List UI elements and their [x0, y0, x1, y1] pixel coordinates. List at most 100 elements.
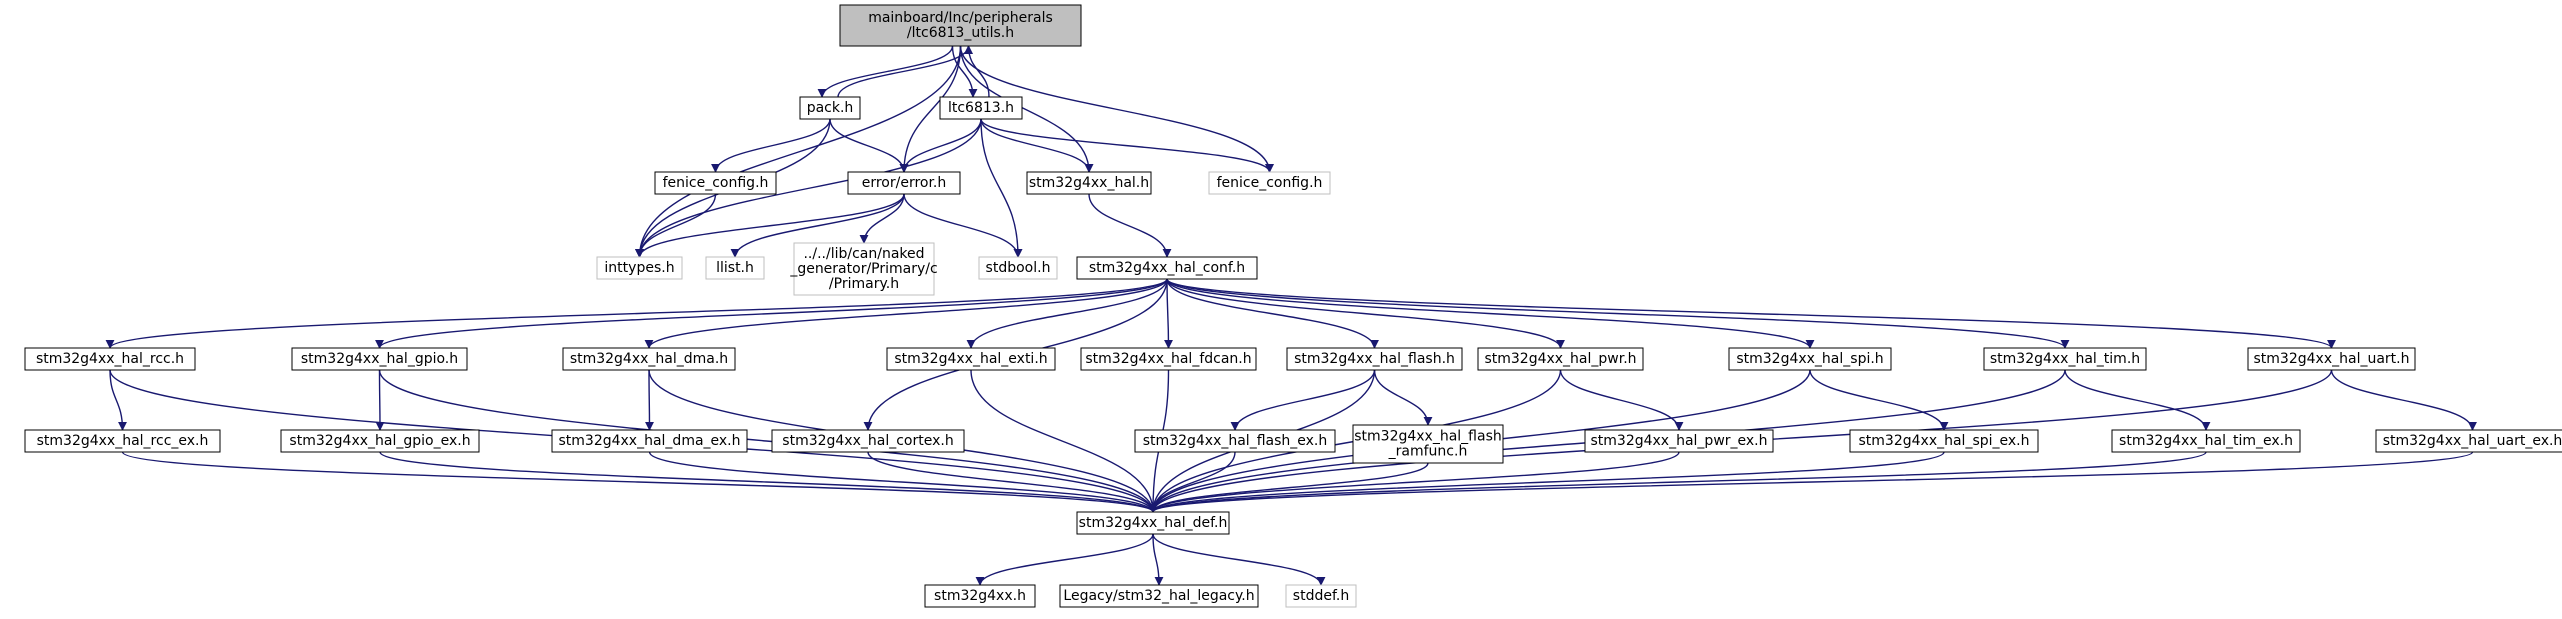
node-box: [1059, 584, 1259, 608]
edge-root-to-pack: [817, 45, 954, 98]
node-error[interactable]: error/error.h: [847, 171, 961, 195]
node-gpio[interactable]: stm32g4xx_hal_gpio.h: [291, 347, 468, 371]
node-gpio-ex[interactable]: stm32g4xx_hal_gpio_ex.h: [280, 429, 480, 453]
edge-uart_ex-to-hal_def: [1148, 451, 2474, 513]
node-box: [2247, 347, 2416, 371]
edge-root-to-ltc6813: [951, 45, 978, 98]
node-label: stm32g4xx_hal_uart.h: [2254, 351, 2410, 367]
node-stdbool: stdbool.h: [978, 256, 1058, 280]
node-label: stm32g4xx_hal_tim.h: [1990, 351, 2140, 367]
node-label: stddef.h: [1293, 588, 1349, 604]
node-box: [705, 256, 765, 280]
node-rcc[interactable]: stm32g4xx_hal_rcc.h: [24, 347, 196, 371]
node-box: [1076, 256, 1258, 280]
node-box: [654, 171, 777, 195]
node-box: [280, 429, 480, 453]
node-layer: mainboard/Inc/peripherals/ltc6813_utils.…: [24, 4, 2562, 608]
edge-hal_conf-to-tim: [1166, 278, 2070, 349]
node-box: [939, 96, 1023, 120]
node-box: [924, 584, 1036, 608]
node-tim-ex[interactable]: stm32g4xx_hal_tim_ex.h: [2111, 429, 2301, 453]
edge-hal_conf-to-spi: [1166, 278, 1815, 349]
node-flash[interactable]: stm32g4xx_hal_flash.h: [1286, 347, 1463, 371]
node-box: [886, 347, 1056, 371]
edge-gpio-to-hal_def: [378, 369, 1158, 513]
node-stm32g4xx[interactable]: stm32g4xx.h: [924, 584, 1036, 608]
edge-root-to-hal: [959, 45, 1094, 173]
node-box: [799, 96, 861, 120]
edge-flash-to-flash_ramfunc: [1373, 369, 1433, 426]
node-box: [24, 429, 221, 453]
edge-dma_ex-to-hal_def: [648, 451, 1158, 513]
node-label: stm32g4xx_hal.h: [1029, 175, 1149, 191]
node-box: [1286, 347, 1463, 371]
edge-dma-to-dma_ex: [644, 369, 654, 431]
edge-hal_conf-to-flash: [1166, 278, 1379, 349]
node-pwr[interactable]: stm32g4xx_hal_pwr.h: [1477, 347, 1644, 371]
node-box: [1728, 347, 1892, 371]
node-stddef: stddef.h: [1285, 584, 1357, 608]
edge-hal_conf-to-uart: [1166, 278, 2336, 349]
edge-error-to-stdbool: [903, 193, 1023, 258]
edge-pwr-to-pwr_ex: [1559, 369, 1684, 431]
node-box: [1208, 171, 1331, 195]
node-label: stdbool.h: [986, 260, 1051, 276]
node-tim[interactable]: stm32g4xx_hal_tim.h: [1983, 347, 2147, 371]
node-pwr-ex[interactable]: stm32g4xx_hal_pwr_ex.h: [1584, 429, 1774, 453]
node-label: ../../lib/can/naked: [803, 246, 924, 262]
node-label: fenice_config.h: [663, 175, 769, 191]
node-box: [1076, 511, 1230, 535]
edge-layer: [105, 45, 2477, 586]
node-legacy[interactable]: Legacy/stm32_hal_legacy.h: [1059, 584, 1259, 608]
edge-rcc-to-rcc_ex: [109, 369, 127, 431]
node-flash-ex[interactable]: stm32g4xx_hal_flash_ex.h: [1134, 429, 1336, 453]
node-exti[interactable]: stm32g4xx_hal_exti.h: [886, 347, 1056, 371]
node-label: llist.h: [716, 260, 754, 276]
node-box: [551, 429, 748, 453]
node-rcc-ex[interactable]: stm32g4xx_hal_rcc_ex.h: [24, 429, 221, 453]
node-uart[interactable]: stm32g4xx_hal_uart.h: [2247, 347, 2416, 371]
edge-uart-to-uart_ex: [2330, 369, 2477, 431]
edge-ltc6813-to-stdbool: [980, 118, 1023, 258]
node-flash-ramfunc[interactable]: stm32g4xx_hal_flash_ramfunc.h: [1352, 424, 1504, 464]
node-fdcan[interactable]: stm32g4xx_hal_fdcan.h: [1080, 347, 1257, 371]
node-label: stm32g4xx_hal_uart_ex.h: [2383, 433, 2562, 449]
node-label: inttypes.h: [604, 260, 674, 276]
node-spi[interactable]: stm32g4xx_hal_spi.h: [1728, 347, 1892, 371]
edge-hal_conf-to-pwr: [1166, 278, 1565, 349]
node-hal-conf[interactable]: stm32g4xx_hal_conf.h: [1076, 256, 1258, 280]
edge-error-to-llist: [730, 193, 905, 258]
node-root: mainboard/Inc/peripherals/ltc6813_utils.…: [839, 4, 1082, 47]
node-hal-def[interactable]: stm32g4xx_hal_def.h: [1076, 511, 1230, 535]
node-fenice-config-int[interactable]: fenice_config.h: [654, 171, 777, 195]
edge-hal_def-to-legacy: [1152, 533, 1164, 586]
node-label: /ltc6813_utils.h: [907, 25, 1014, 41]
node-dma[interactable]: stm32g4xx_hal_dma.h: [562, 347, 736, 371]
node-spi-ex[interactable]: stm32g4xx_hal_spi_ex.h: [1849, 429, 2039, 453]
edge-fenice_config_int-to-inttypes: [635, 193, 717, 258]
node-box: [1026, 171, 1152, 195]
node-label: stm32g4xx_hal_gpio.h: [301, 351, 458, 367]
node-label: stm32g4xx.h: [934, 588, 1026, 604]
node-ltc6813[interactable]: ltc6813.h: [939, 96, 1023, 120]
node-label: ltc6813.h: [948, 100, 1014, 116]
edge-pack-to-error: [829, 118, 909, 173]
edge-hal_conf-to-exti: [966, 278, 1168, 349]
node-cortex[interactable]: stm32g4xx_hal_cortex.h: [771, 429, 965, 453]
node-uart-ex[interactable]: stm32g4xx_hal_uart_ex.h: [2375, 429, 2562, 453]
edge-hal_conf-to-fdcan: [1163, 278, 1173, 349]
edge-tim_ex-to-hal_def: [1148, 451, 2207, 513]
edge-ltc6813-to-root: [964, 45, 990, 98]
node-label: stm32g4xx_hal_rcc.h: [36, 351, 184, 367]
node-label: stm32g4xx_hal_gpio_ex.h: [289, 433, 470, 449]
edge-flash_ramfunc-to-hal_def: [1148, 462, 1429, 513]
edge-gpio-to-gpio_ex: [375, 369, 385, 431]
edge-root-to-inttypes: [635, 45, 962, 258]
node-label: pack.h: [807, 100, 854, 116]
node-pack[interactable]: pack.h: [799, 96, 861, 120]
edge-pack-to-fenice_config_int: [711, 118, 831, 173]
node-box: [596, 256, 683, 280]
node-hal[interactable]: stm32g4xx_hal.h: [1026, 171, 1152, 195]
node-dma-ex[interactable]: stm32g4xx_hal_dma_ex.h: [551, 429, 748, 453]
edge-hal_def-to-stddef: [1152, 533, 1326, 586]
